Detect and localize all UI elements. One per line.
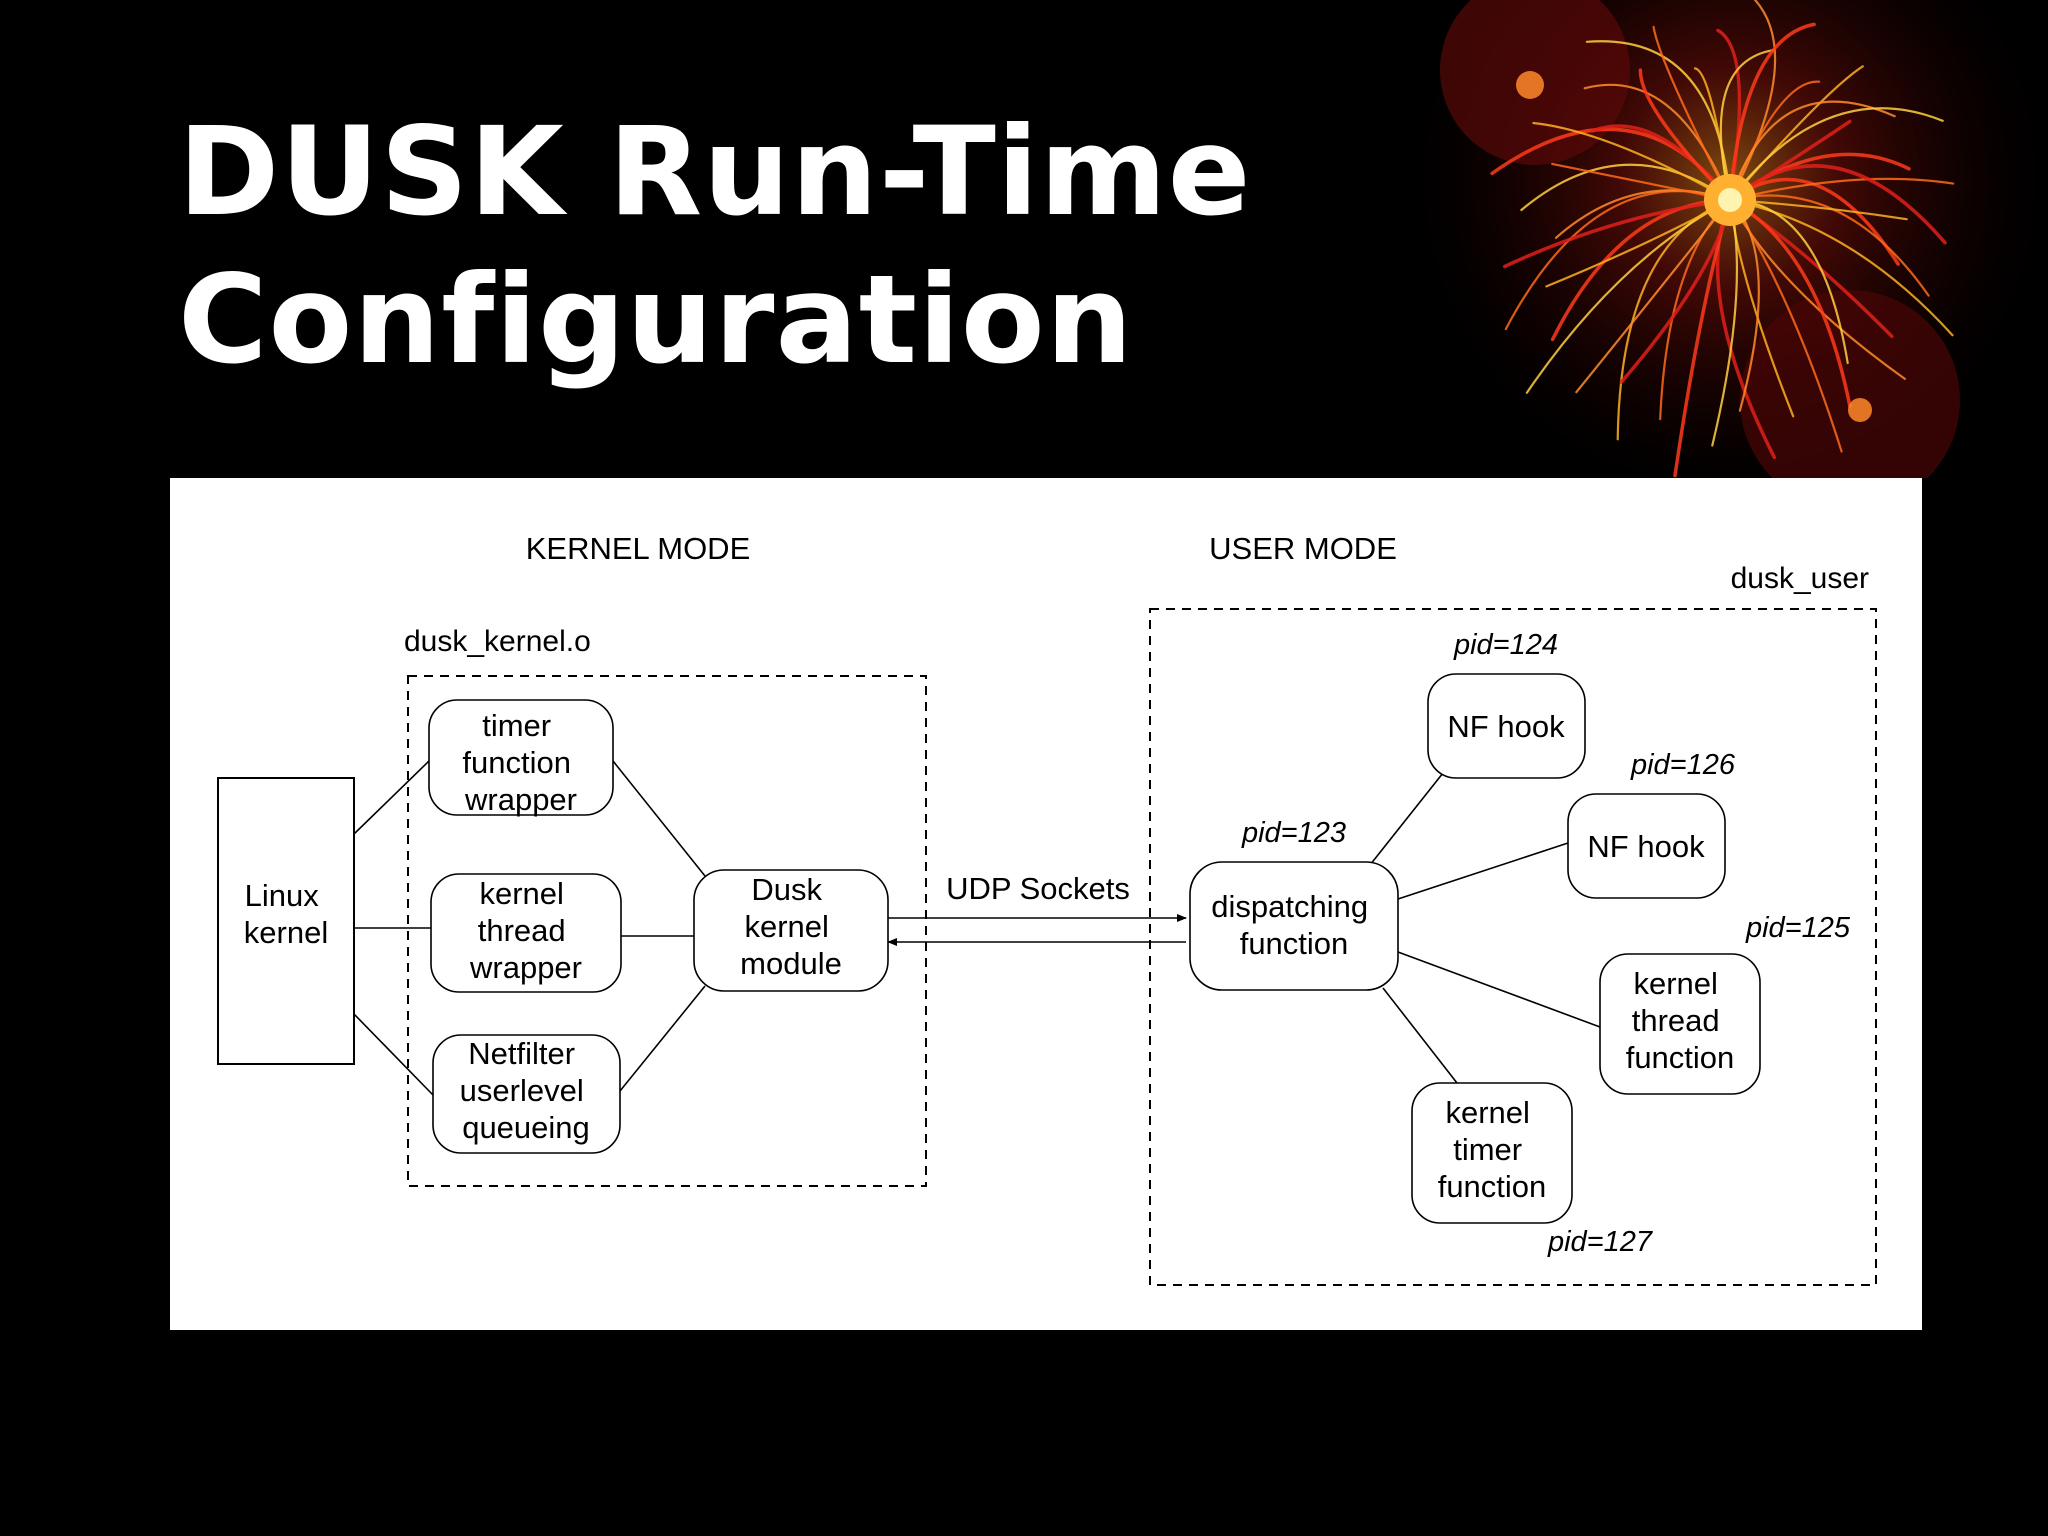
kernel-thread-function-label: kernel thread function	[1626, 966, 1735, 1075]
firework-ray	[1532, 121, 1732, 202]
dusk-kernel-group-label: dusk_kernel.o	[404, 625, 591, 658]
firework-ray	[1638, 68, 1732, 202]
kernel-timer-function-node	[1411, 1082, 1573, 1224]
nf-hook-1-node	[1427, 673, 1586, 779]
firework-ray	[1728, 0, 1777, 202]
dispatching-function-label: dispatching function	[1211, 889, 1376, 961]
edge-dispatch-threadfn	[1397, 951, 1601, 1028]
kernel-thread-wrapper-label: kernel thread wrapper	[469, 876, 582, 985]
linux-kernel-box	[217, 777, 355, 1065]
firework-ray	[1728, 22, 1816, 202]
nf-hook-2-label: NF hook	[1587, 829, 1705, 864]
nf-hook-2-node	[1567, 793, 1726, 899]
kernel-thread-function-node	[1599, 953, 1761, 1095]
firework-ray	[1728, 164, 1947, 245]
firework-ray	[1728, 100, 1896, 202]
dusk-kernel-module-label: Dusk kernel module	[740, 872, 842, 981]
firework-ray	[1728, 107, 1944, 202]
firework-ray	[1728, 198, 1954, 337]
firework-ray	[1719, 48, 1776, 202]
firework-ray	[1583, 83, 1732, 202]
dusk-kernel-group-box	[407, 675, 927, 1187]
kernel-mode-header: KERNEL MODE	[526, 531, 751, 566]
dusk-user-group-box	[1149, 608, 1877, 1286]
netfilter-queueing-node	[432, 1034, 621, 1154]
firework-ray	[1728, 194, 1930, 297]
kernel-timer-function-pid: pid=127	[1547, 1226, 1654, 1258]
dispatching-function-pid: pid=123	[1241, 817, 1346, 849]
slide-title-line-2: Configuration	[178, 249, 1134, 391]
timer-function-wrapper-node	[428, 699, 614, 816]
nf-hook-1-pid: pid=124	[1453, 629, 1558, 661]
firework-ray	[1502, 198, 1732, 269]
slide-title: DUSK Run-Time Configuration	[178, 98, 1251, 394]
dusk-kernel-module-node	[693, 869, 889, 992]
netfilter-queueing-label: Netfilter userlevel queueing	[460, 1036, 593, 1145]
edge-dispatch-nfhook1	[1369, 772, 1444, 866]
edge-dispatch-timerfn	[1382, 987, 1458, 1084]
firework-decoration	[1410, 0, 2048, 478]
timer-function-wrapper-label: timer function wrapper	[462, 708, 579, 817]
firework-ray	[1728, 177, 1955, 202]
firework-ray	[1520, 163, 1732, 212]
slide-title-line-1: DUSK Run-Time	[178, 101, 1252, 243]
kernel-thread-function-pid: pid=125	[1745, 912, 1851, 944]
edge-linux-timer	[353, 760, 430, 835]
user-mode-header: USER MODE	[1209, 531, 1397, 566]
diagram-panel: KERNEL MODE USER MODE dusk_kernel.o dusk…	[170, 478, 1922, 1330]
firework-ray	[1652, 25, 1732, 202]
connector-lines	[353, 760, 1601, 1096]
edge-timer-module	[612, 760, 706, 877]
nf-hook-2-pid: pid=126	[1630, 749, 1736, 781]
kernel-thread-wrapper-node	[430, 873, 622, 993]
linux-kernel-label: Linux kernel	[244, 878, 328, 950]
dusk-user-group-label: dusk_user	[1731, 562, 1869, 595]
dispatching-function-node	[1189, 861, 1399, 991]
kernel-timer-function-label: kernel timer function	[1438, 1095, 1547, 1204]
edge-linux-netfilter	[353, 1013, 434, 1096]
edge-netfilter-module	[619, 985, 706, 1092]
udp-sockets-label: UDP Sockets	[946, 871, 1130, 906]
nf-hook-1-label: NF hook	[1447, 709, 1565, 744]
edge-dispatch-nfhook2	[1397, 842, 1569, 900]
